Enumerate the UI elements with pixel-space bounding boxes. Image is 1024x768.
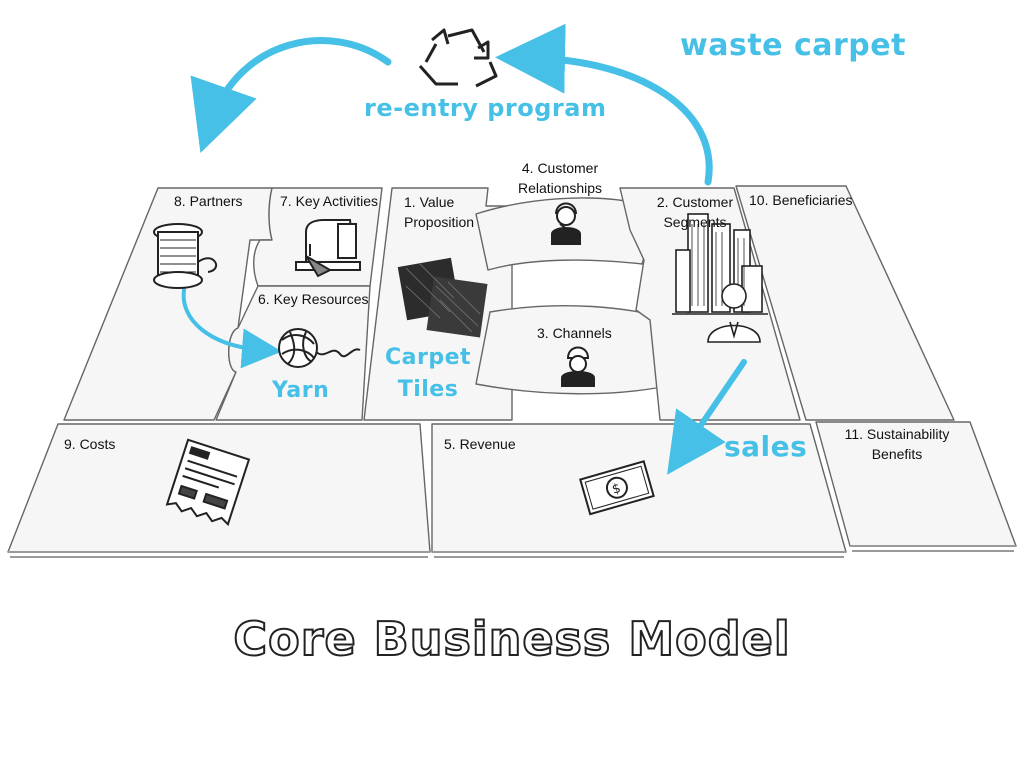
reentry-arrow <box>190 37 392 154</box>
carpet-tiles-text: Carpet Tiles <box>384 345 472 402</box>
sales-arrow <box>667 359 747 475</box>
beneficiaries-label: 10. Beneficiaries <box>749 192 853 208</box>
costs-label: 9. Costs <box>64 436 116 452</box>
customer-segments-label: 2. Customer Segments <box>656 194 734 230</box>
sustainability-label: 11. Sustainability Benefits <box>844 426 950 462</box>
value-proposition-label: 1. Value Proposition <box>404 194 475 230</box>
yarn-ball-icon <box>278 328 361 368</box>
customer-relationships-label: 4. Customer Relationships <box>517 160 603 196</box>
beneficiaries-block <box>735 185 955 421</box>
revenue-label: 5. Revenue <box>444 436 516 452</box>
partners-label: 8. Partners <box>174 193 243 209</box>
sales-text: sales <box>724 430 808 463</box>
invoice-icon <box>165 438 251 527</box>
page-title: Core Business Model <box>232 611 791 667</box>
city-businessman-icon <box>672 213 768 343</box>
worker-icon <box>561 346 595 387</box>
reentry-program-text: re-entry program <box>364 94 607 122</box>
waste-arrow <box>495 23 713 186</box>
key-resources-label: 6. Key Resources <box>258 291 369 307</box>
waste-carpet-text: waste carpet <box>680 28 906 63</box>
yarn-text: Yarn <box>272 378 330 403</box>
sewing-machine-icon <box>295 219 361 278</box>
yarn-arrow <box>181 288 282 369</box>
money-icon: $ <box>579 460 655 516</box>
key-activities-label: 7. Key Activities <box>280 193 379 209</box>
channels-label: 3. Channels <box>537 325 612 341</box>
recycle-icon <box>418 28 498 88</box>
headset-person-icon <box>551 202 581 245</box>
spool-icon <box>153 223 218 289</box>
svg-text:$: $ <box>611 481 623 498</box>
carpet-tiles-icon <box>397 257 488 338</box>
